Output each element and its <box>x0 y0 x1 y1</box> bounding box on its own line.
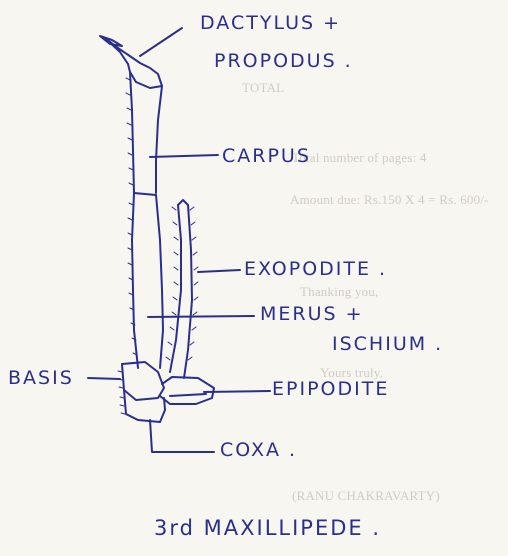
exopodite-tip <box>178 200 188 205</box>
leader-carpus <box>150 155 218 157</box>
leader-epipodite <box>204 391 270 392</box>
label-ischium: ISCHIUM . <box>332 333 443 355</box>
carpus-left-edge <box>130 72 134 193</box>
basis-outline <box>122 362 164 400</box>
leader-basis <box>88 378 120 379</box>
epipodite-inner <box>170 394 206 396</box>
diagram-title: 3rd MAXILLIPEDE . <box>154 516 381 540</box>
label-dactylus: DACTYLUS + <box>200 12 341 34</box>
merus-left-edge <box>132 193 138 368</box>
label-basis: BASIS <box>8 367 74 389</box>
merus-right-edge <box>156 195 163 368</box>
epipodite-outline <box>160 377 214 404</box>
exopodite-outline <box>170 205 192 378</box>
label-epipodite: EPIPODITE <box>272 378 389 400</box>
label-propodus: PROPODUS . <box>214 50 353 72</box>
leader-coxa <box>150 420 214 452</box>
leader-dactylus <box>140 28 182 56</box>
label-merus: MERUS + <box>260 303 364 325</box>
label-carpus: CARPUS <box>222 145 311 167</box>
label-coxa: COXA . <box>220 439 297 461</box>
label-exopodite: EXOPODITE . <box>244 258 387 280</box>
leader-merus <box>148 316 254 317</box>
leader-exopodite <box>198 270 240 272</box>
carpus-right-edge <box>156 86 162 193</box>
carpus-joint <box>134 193 156 195</box>
dactylus-tip <box>100 36 122 46</box>
